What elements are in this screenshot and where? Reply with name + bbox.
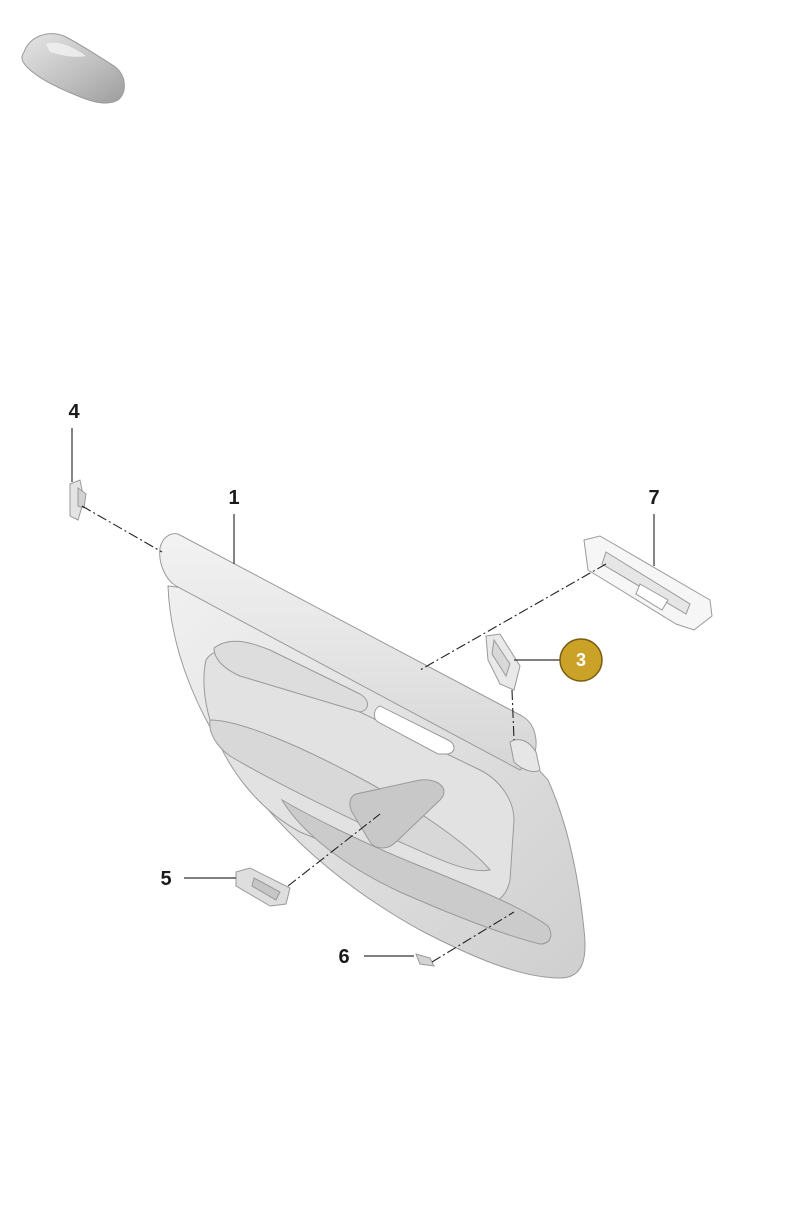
car-silhouette-icon bbox=[21, 33, 125, 104]
callout-4[interactable]: 4 bbox=[68, 401, 80, 423]
callout-label: 3 bbox=[576, 650, 586, 670]
callout-6[interactable]: 6 bbox=[338, 946, 349, 968]
part-6-cap bbox=[415, 953, 435, 967]
callout-3-highlighted[interactable]: 3 bbox=[559, 638, 603, 682]
door-trim-panel bbox=[159, 533, 586, 979]
part-3-trim-piece bbox=[485, 633, 521, 691]
callout-label: 7 bbox=[648, 487, 659, 509]
assembly-lines bbox=[81, 505, 607, 963]
callout-1[interactable]: 1 bbox=[228, 487, 239, 509]
part-4-clip bbox=[69, 479, 87, 521]
callout-label: 6 bbox=[338, 946, 349, 968]
callout-label: 5 bbox=[160, 868, 171, 890]
part-5-switch-bezel bbox=[235, 867, 291, 907]
callout-5[interactable]: 5 bbox=[160, 868, 171, 890]
leader-lines bbox=[71, 428, 655, 957]
callout-label: 1 bbox=[228, 487, 239, 509]
callout-label: 4 bbox=[68, 401, 80, 423]
part-7-bracket bbox=[583, 535, 713, 631]
callout-badge bbox=[559, 638, 603, 682]
callout-7[interactable]: 7 bbox=[648, 487, 659, 509]
